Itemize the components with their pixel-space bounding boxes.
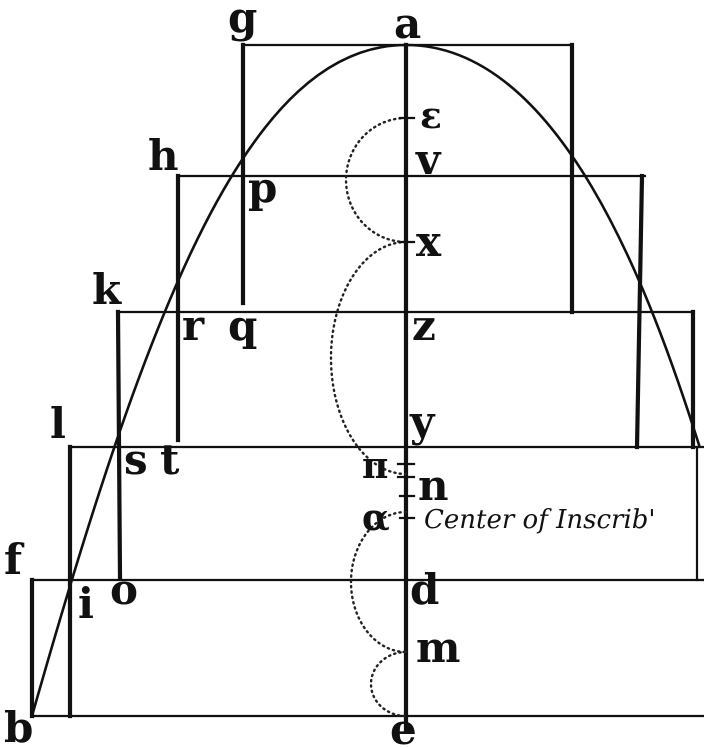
- label-k: k: [92, 265, 122, 314]
- axis-ticks: [396, 116, 416, 520]
- label-f: f: [4, 535, 25, 584]
- label-h: h: [148, 131, 179, 180]
- label-l: l: [50, 399, 66, 448]
- dotted-arc-1: [344, 116, 408, 244]
- label-t: t: [160, 435, 180, 484]
- label-d: d: [410, 565, 439, 614]
- dotted-arc-2: [329, 240, 408, 476]
- label-z: z: [412, 301, 436, 350]
- label-r: r: [182, 301, 205, 350]
- label-s: s: [124, 435, 148, 484]
- dotted-arc-4: [369, 650, 408, 718]
- label-pi: π: [362, 445, 388, 487]
- parabola-curve: [30, 43, 702, 717]
- dotted-arc-3: [349, 510, 408, 654]
- label-b: b: [4, 703, 33, 748]
- label-epsilon: ε: [420, 95, 442, 137]
- label-x: x: [416, 217, 442, 266]
- label-y: y: [409, 397, 436, 446]
- label-alpha: α: [362, 497, 390, 539]
- label-o: o: [110, 565, 138, 614]
- line-ko: [115, 309, 123, 580]
- label-i: i: [78, 579, 94, 628]
- label-p: p: [248, 163, 277, 212]
- label-a: a: [394, 0, 421, 48]
- label-g: g: [228, 0, 257, 42]
- horizontal-lines: [30, 43, 704, 718]
- dotted-arcs: [329, 116, 408, 718]
- label-m: m: [416, 623, 460, 672]
- label-n: n: [418, 461, 449, 510]
- label-e: e: [390, 705, 417, 748]
- point-labels: g a ε h p v x k r q z l y s t π n α f i …: [4, 0, 460, 748]
- label-q: q: [228, 301, 257, 350]
- annotation-center-of-inscribed: Center of Inscrib': [424, 505, 656, 535]
- line-right-2: [634, 173, 645, 450]
- label-v: v: [415, 135, 442, 184]
